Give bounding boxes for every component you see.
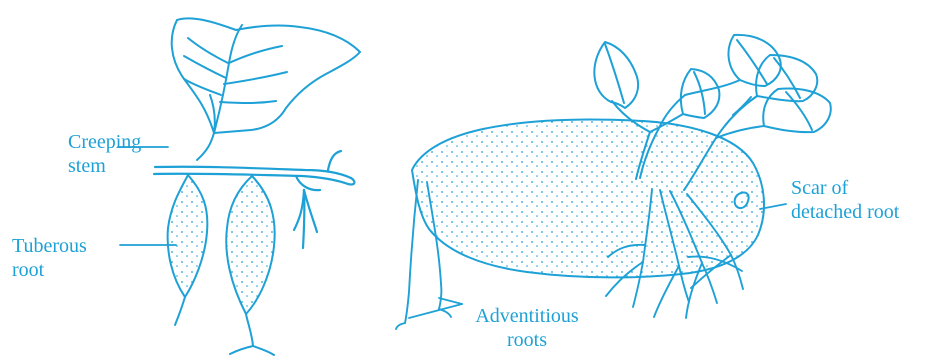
- creeping-stem-label-line2: stem: [68, 154, 174, 178]
- creeping-stem-label: Creeping stem: [68, 130, 174, 178]
- tuberous-root-label-line2: root: [12, 258, 116, 282]
- adventitious-roots-label-line1: Adventitious: [451, 304, 603, 328]
- creeping-stem-label-line1: Creeping: [68, 130, 174, 154]
- scar-of-detached-root-label: Scar of detached root: [791, 176, 936, 224]
- right-tuber-drawing: [412, 120, 764, 278]
- tuberous-root-label: Tuberous root: [12, 234, 116, 282]
- adventitious-roots-label-line2: roots: [451, 328, 603, 352]
- left-tuberous-roots-drawing: [168, 175, 275, 355]
- left-leaf-drawing: [172, 18, 360, 160]
- adventitious-roots-label: Adventitious roots: [451, 304, 603, 352]
- tuberous-root-label-line1: Tuberous: [12, 234, 116, 258]
- scar-of-detached-root-label-line2: detached root: [791, 200, 936, 224]
- scar-of-detached-root-label-line1: Scar of: [791, 176, 936, 200]
